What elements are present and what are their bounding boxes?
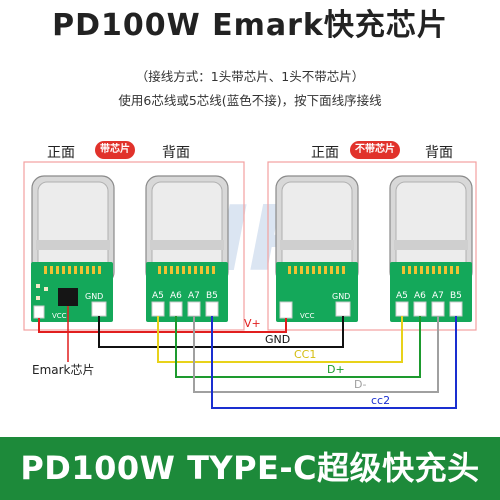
right-back-label: 背面 bbox=[425, 145, 453, 161]
emark-chip bbox=[58, 288, 78, 306]
page-title: PD100W Emark快充芯片 bbox=[52, 8, 448, 43]
left-vcc-pad-label: VCC bbox=[52, 312, 67, 320]
left-chip-badge: 带芯片 bbox=[95, 141, 135, 159]
left-front-label: 正面 bbox=[47, 145, 75, 161]
emark-label: Emark芯片 bbox=[32, 363, 95, 377]
right-vcc-pad-label: VCC bbox=[300, 312, 315, 320]
right-no-chip-badge: 不带芯片 bbox=[350, 141, 400, 159]
left-pin-a7: A7 bbox=[188, 291, 200, 301]
wire-vplus-label: V+ bbox=[244, 317, 261, 330]
left-back-label: 背面 bbox=[162, 145, 190, 161]
wire-vplus bbox=[38, 318, 287, 333]
left-front-connector: GND VCC bbox=[31, 175, 115, 322]
right-back-connector: A5 A6 A7 B5 bbox=[389, 175, 473, 322]
right-pin-a6: A6 bbox=[414, 291, 426, 301]
wire-dplus bbox=[175, 316, 421, 378]
right-pin-b5: B5 bbox=[450, 291, 462, 301]
left-back-connector: A5 A6 A7 B5 bbox=[145, 175, 229, 322]
wire-gnd bbox=[98, 316, 344, 348]
left-pin-b5: B5 bbox=[206, 291, 218, 301]
instruction-text: 使用6芯线或5芯线(蓝色不接)，按下面线序接线 bbox=[118, 93, 382, 108]
left-pin-a5: A5 bbox=[152, 291, 164, 301]
bottom-banner: PD100W TYPE-C超级快充头 bbox=[0, 437, 500, 500]
wire-cc1 bbox=[157, 316, 403, 363]
left-group-frame bbox=[23, 161, 245, 331]
wire-gnd-label: GND bbox=[265, 333, 290, 346]
right-front-connector: GND VCC bbox=[275, 175, 359, 322]
wire-dminus-label: D- bbox=[354, 378, 366, 391]
right-pin-a7: A7 bbox=[432, 291, 444, 301]
wire-dplus-label: D+ bbox=[327, 363, 345, 376]
right-gnd-pad-label: GND bbox=[332, 292, 350, 301]
wire-cc2 bbox=[211, 316, 457, 409]
right-front-label: 正面 bbox=[311, 145, 339, 161]
right-pin-a5: A5 bbox=[396, 291, 408, 301]
left-gnd-pad-label: GND bbox=[85, 292, 103, 301]
bottom-banner-text: PD100W TYPE-C超级快充头 bbox=[20, 449, 480, 487]
left-pin-a6: A6 bbox=[170, 291, 182, 301]
wire-cc2-label: cc2 bbox=[371, 394, 390, 407]
subtitle: （接线方式：1头带芯片、1头不带芯片） bbox=[135, 69, 365, 84]
right-group-frame bbox=[267, 161, 477, 331]
wire-cc1-label: CC1 bbox=[294, 348, 316, 361]
wire-dminus bbox=[193, 316, 439, 393]
